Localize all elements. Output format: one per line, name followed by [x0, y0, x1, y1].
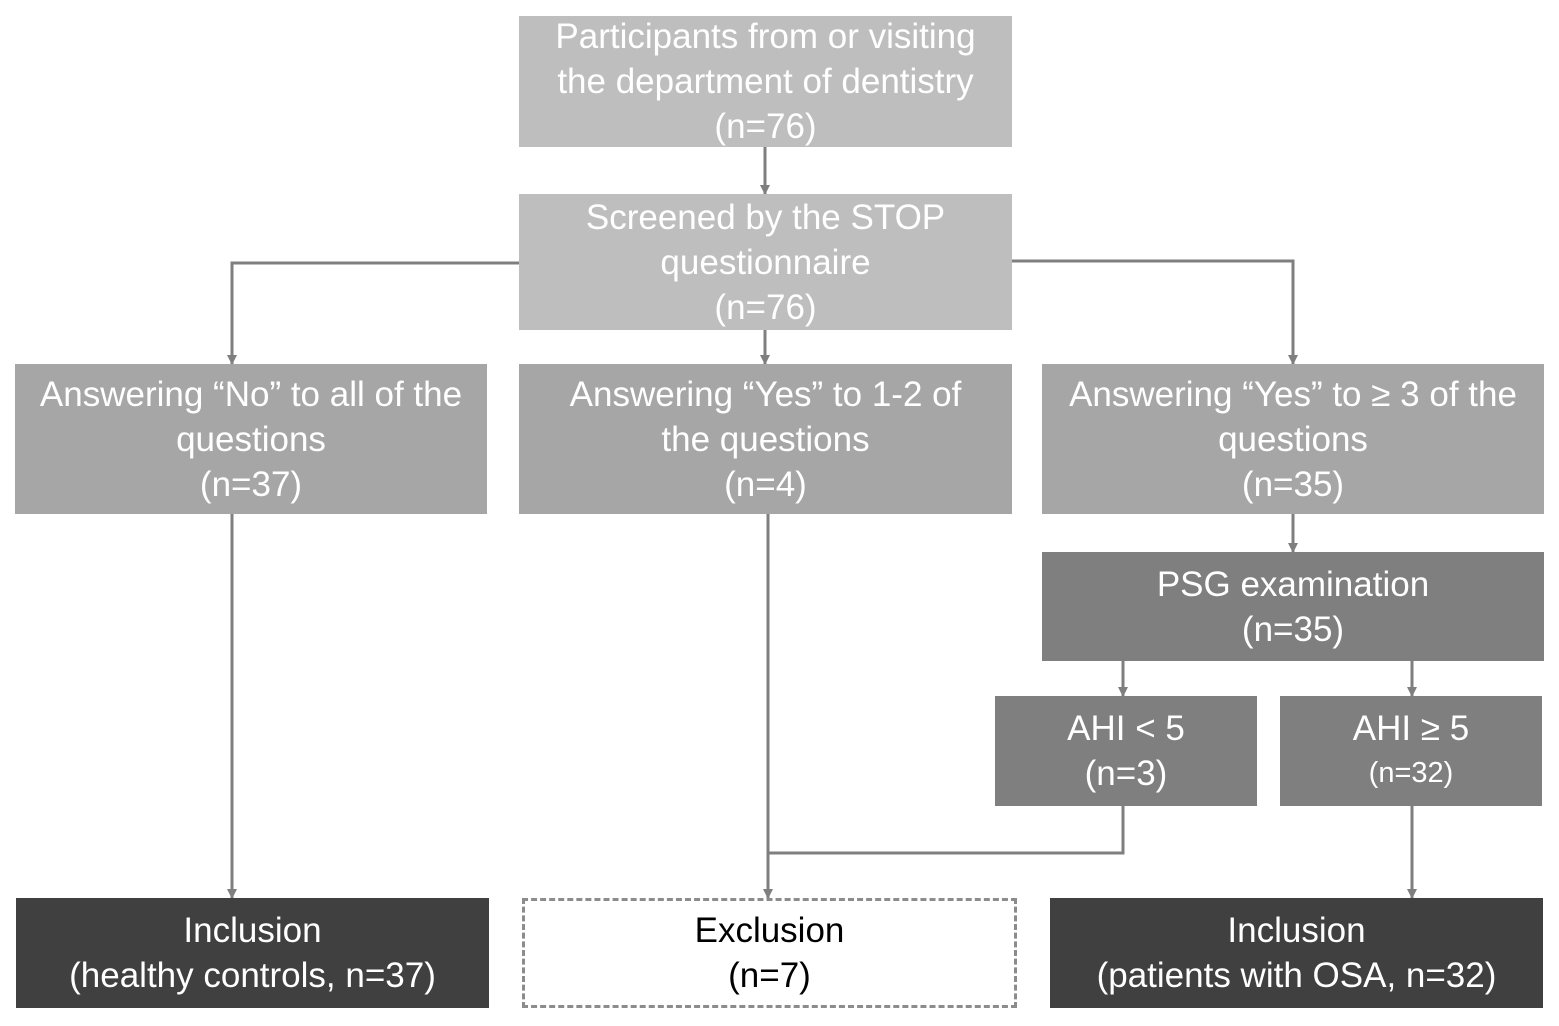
psg-line-2: (n=35)	[1241, 609, 1345, 649]
ahi-lt5-line-1: AHI < 5	[1067, 709, 1185, 748]
answer-no-line-1: Answering “No” to all of the	[39, 374, 463, 414]
answer-yes-3-line-2: questions	[1218, 419, 1368, 459]
answer-yes-1-2-line-2: the questions	[661, 419, 870, 459]
inclusion-controls-line-1: Inclusion	[183, 911, 322, 950]
psg-line-1: PSG examination	[1156, 564, 1430, 604]
ahi-lt5-box: AHI < 5 (n=3)	[995, 696, 1257, 806]
participants-box: Participants from or visiting the depart…	[519, 16, 1012, 147]
screened-line-1: Screened by the STOP	[585, 197, 946, 237]
ahi-ge5-box: AHI ≥ 5 (n=32)	[1280, 696, 1542, 806]
ahi-ge5-line-2: (n=32)	[1368, 757, 1454, 789]
psg-box: PSG examination (n=35)	[1042, 552, 1544, 661]
answer-yes-3-line-1: Answering “Yes” to ≥ 3 of the	[1069, 374, 1517, 414]
answer-yes-3-line-3: (n=35)	[1241, 464, 1345, 504]
ahi-ge5-line-1: AHI ≥ 5	[1352, 709, 1470, 748]
answer-no-box: Answering “No” to all of the questions (…	[15, 364, 487, 514]
inclusion-controls-box: Inclusion (healthy controls, n=37)	[16, 898, 489, 1008]
participants-line-3: (n=76)	[714, 107, 817, 146]
answer-no-line-3: (n=37)	[199, 464, 303, 504]
exclusion-line-2: (n=7)	[728, 956, 811, 995]
screened-line-3: (n=76)	[714, 287, 817, 327]
ahi-lt5-line-2: (n=3)	[1084, 754, 1168, 793]
arrow-screened-to-yes-3	[1012, 259, 1298, 365]
answer-yes-3-box: Answering “Yes” to ≥ 3 of the questions …	[1042, 364, 1544, 514]
answer-yes-1-2-line-1: Answering “Yes” to 1-2 of	[569, 374, 962, 414]
participants-line-2: the department of dentistry	[557, 62, 974, 101]
inclusion-osa-line-1: Inclusion	[1227, 911, 1366, 950]
exclusion-line-1: Exclusion	[694, 911, 845, 950]
screened-line-2: questionnaire	[660, 242, 871, 282]
inclusion-controls-line-2: (healthy controls, n=37)	[69, 956, 436, 995]
participants-line-1: Participants from or visiting	[555, 17, 976, 56]
inclusion-osa-box: Inclusion (patients with OSA, n=32)	[1050, 898, 1543, 1008]
answer-no-line-2: questions	[176, 419, 326, 459]
inclusion-osa-line-2: (patients with OSA, n=32)	[1096, 956, 1497, 995]
connector-ahi-lt5-to-exclusion	[768, 806, 1125, 855]
answer-yes-1-2-line-3: (n=4)	[724, 464, 807, 504]
answer-yes-1-2-box: Answering “Yes” to 1-2 of the questions …	[519, 364, 1012, 514]
screened-box: Screened by the STOP questionnaire (n=76…	[519, 194, 1012, 330]
exclusion-box: Exclusion (n=7)	[522, 898, 1017, 1008]
arrow-screened-to-no	[227, 261, 519, 365]
